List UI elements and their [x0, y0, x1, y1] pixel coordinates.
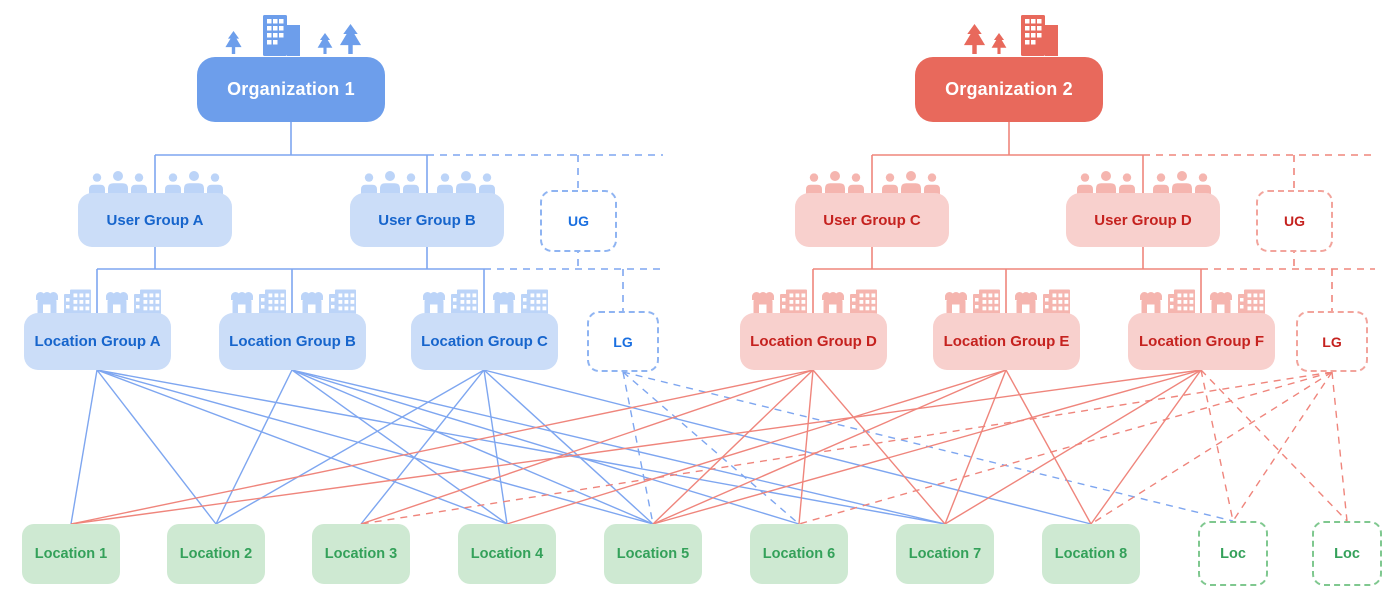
tree-icon [991, 33, 1007, 54]
group-location-link-line [360, 371, 1333, 525]
group-location-link-line [798, 371, 1333, 525]
group-location-link-line [70, 369, 1202, 525]
location-group-b-node: Location Group B [219, 313, 366, 370]
organization-1-icons [225, 15, 389, 57]
location-group-e-node: Location Group E [933, 313, 1080, 370]
location-group-placeholder-red-node: LG [1296, 311, 1368, 372]
tree-icon [317, 33, 333, 54]
group-location-link-line [291, 369, 946, 525]
people-group-icon [1153, 171, 1211, 194]
group-location-link-line [291, 369, 508, 525]
user-group-b-node: User Group B [350, 193, 504, 247]
location-5-node: Location 5 [604, 524, 702, 584]
group-location-link-line [622, 371, 654, 525]
location-4-node: Location 4 [458, 524, 556, 584]
user-group-a-node: User Group A [78, 193, 232, 247]
storefront-building-icon [945, 289, 1000, 314]
user-group-placeholder-blue-node: UG [540, 190, 617, 252]
group-location-link-line [812, 369, 946, 525]
group-location-link-line [70, 369, 814, 525]
tree-icon [963, 24, 986, 54]
group-location-link-line [652, 369, 814, 525]
tree-icon [225, 31, 242, 54]
storefront-building-icon [106, 289, 161, 314]
storefront-building-icon [1210, 289, 1265, 314]
storefront-building-icon [752, 289, 807, 314]
location-2-node: Location 2 [167, 524, 265, 584]
group-location-link-line [483, 369, 654, 525]
location-placeholder-node: Loc [1198, 521, 1268, 586]
organization-2-icons [955, 15, 1119, 57]
group-location-link-line [96, 369, 508, 525]
location-6-node: Location 6 [750, 524, 848, 584]
storefront-building-icon [423, 289, 478, 314]
location-8-node: Location 8 [1042, 524, 1140, 584]
group-location-link-line [1005, 369, 1092, 525]
group-location-link-line [215, 369, 293, 525]
group-location-link-line [483, 369, 508, 525]
group-location-link-line [360, 369, 485, 525]
people-group-icon [882, 171, 940, 194]
building-icon [1021, 15, 1058, 56]
people-group-icon [89, 171, 147, 194]
organization-1-node: Organization 1 [197, 57, 385, 122]
storefront-building-icon [822, 289, 877, 314]
storefront-building-icon [231, 289, 286, 314]
group-location-link-line [944, 369, 1202, 525]
group-location-link-line [622, 371, 1234, 522]
user-group-d-node: User Group D [1066, 193, 1220, 247]
location-1-node: Location 1 [22, 524, 120, 584]
user-group-placeholder-red-node: UG [1256, 190, 1333, 252]
location-group-c-node: Location Group C [411, 313, 558, 370]
group-location-link-line [360, 369, 814, 525]
organization-2-node: Organization 2 [915, 57, 1103, 122]
building-icon [263, 15, 300, 56]
group-location-link-line [652, 369, 1202, 525]
group-location-link-line [96, 369, 217, 525]
tree-icon [339, 24, 362, 54]
group-location-link-line [96, 369, 654, 525]
location-3-node: Location 3 [312, 524, 410, 584]
storefront-building-icon [1015, 289, 1070, 314]
location-7-node: Location 7 [896, 524, 994, 584]
storefront-building-icon [493, 289, 548, 314]
group-location-link-line [1232, 371, 1333, 522]
group-location-link-line [1200, 369, 1348, 522]
group-location-link-line [506, 369, 1007, 525]
group-location-link-line [291, 369, 800, 525]
people-group-icon [1077, 171, 1135, 194]
people-group-icon [806, 171, 864, 194]
group-location-link-line [944, 369, 1007, 525]
storefront-building-icon [36, 289, 91, 314]
location-group-d-node: Location Group D [740, 313, 887, 370]
group-location-link-line [1200, 369, 1234, 522]
group-location-link-line [1331, 371, 1348, 522]
storefront-building-icon [301, 289, 356, 314]
group-location-link-line [96, 369, 946, 525]
group-location-link-line [1090, 371, 1333, 525]
people-group-icon [437, 171, 495, 194]
group-location-link-line [291, 369, 654, 525]
location-group-f-node: Location Group F [1128, 313, 1275, 370]
location-group-a-node: Location Group A [24, 313, 171, 370]
group-location-link-line [215, 369, 485, 525]
group-location-link-line [1090, 369, 1202, 525]
group-location-link-line [483, 369, 1092, 525]
location-placeholder-node: Loc [1312, 521, 1382, 586]
user-group-c-node: User Group C [795, 193, 949, 247]
group-location-link-line [652, 369, 1007, 525]
group-location-link-line [70, 369, 98, 525]
people-group-icon [361, 171, 419, 194]
storefront-building-icon [1140, 289, 1195, 314]
people-group-icon [165, 171, 223, 194]
location-group-placeholder-blue-node: LG [587, 311, 659, 372]
group-location-link-line [798, 369, 814, 525]
group-location-link-line [622, 371, 800, 525]
